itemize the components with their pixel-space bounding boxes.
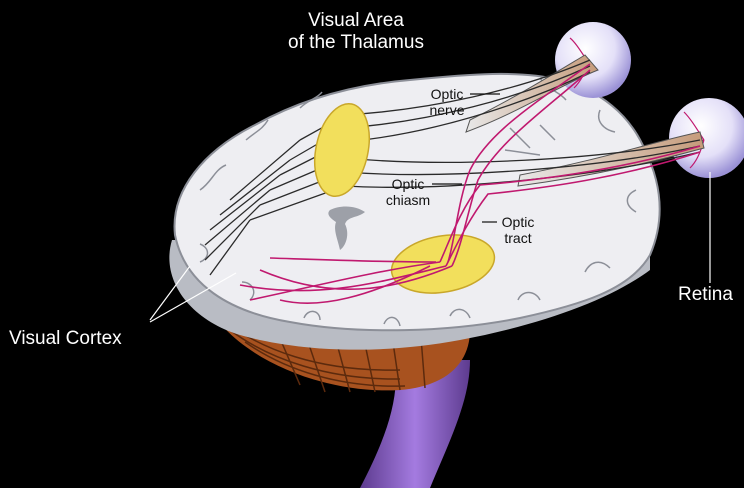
eyeball-left (555, 22, 631, 98)
thalamus-label-line1: Visual Area (272, 10, 440, 32)
optic-nerve-label-line2: nerve (425, 102, 469, 118)
optic-nerve-label-line1: Optic (425, 86, 469, 102)
retina-label: Retina (678, 284, 733, 306)
optic-chiasm-label: Optic chiasm (384, 176, 432, 208)
thalamus-label: Visual Area of the Thalamus (272, 10, 440, 54)
optic-tract-label-line2: tract (497, 230, 539, 246)
optic-chiasm-label-line2: chiasm (384, 192, 432, 208)
optic-tract-label: Optic tract (497, 214, 539, 246)
visual-cortex-label: Visual Cortex (9, 328, 122, 350)
thalamus-label-line2: of the Thalamus (272, 32, 440, 54)
optic-chiasm-label-line1: Optic (384, 176, 432, 192)
optic-tract-label-line1: Optic (497, 214, 539, 230)
optic-nerve-label: Optic nerve (425, 86, 469, 118)
